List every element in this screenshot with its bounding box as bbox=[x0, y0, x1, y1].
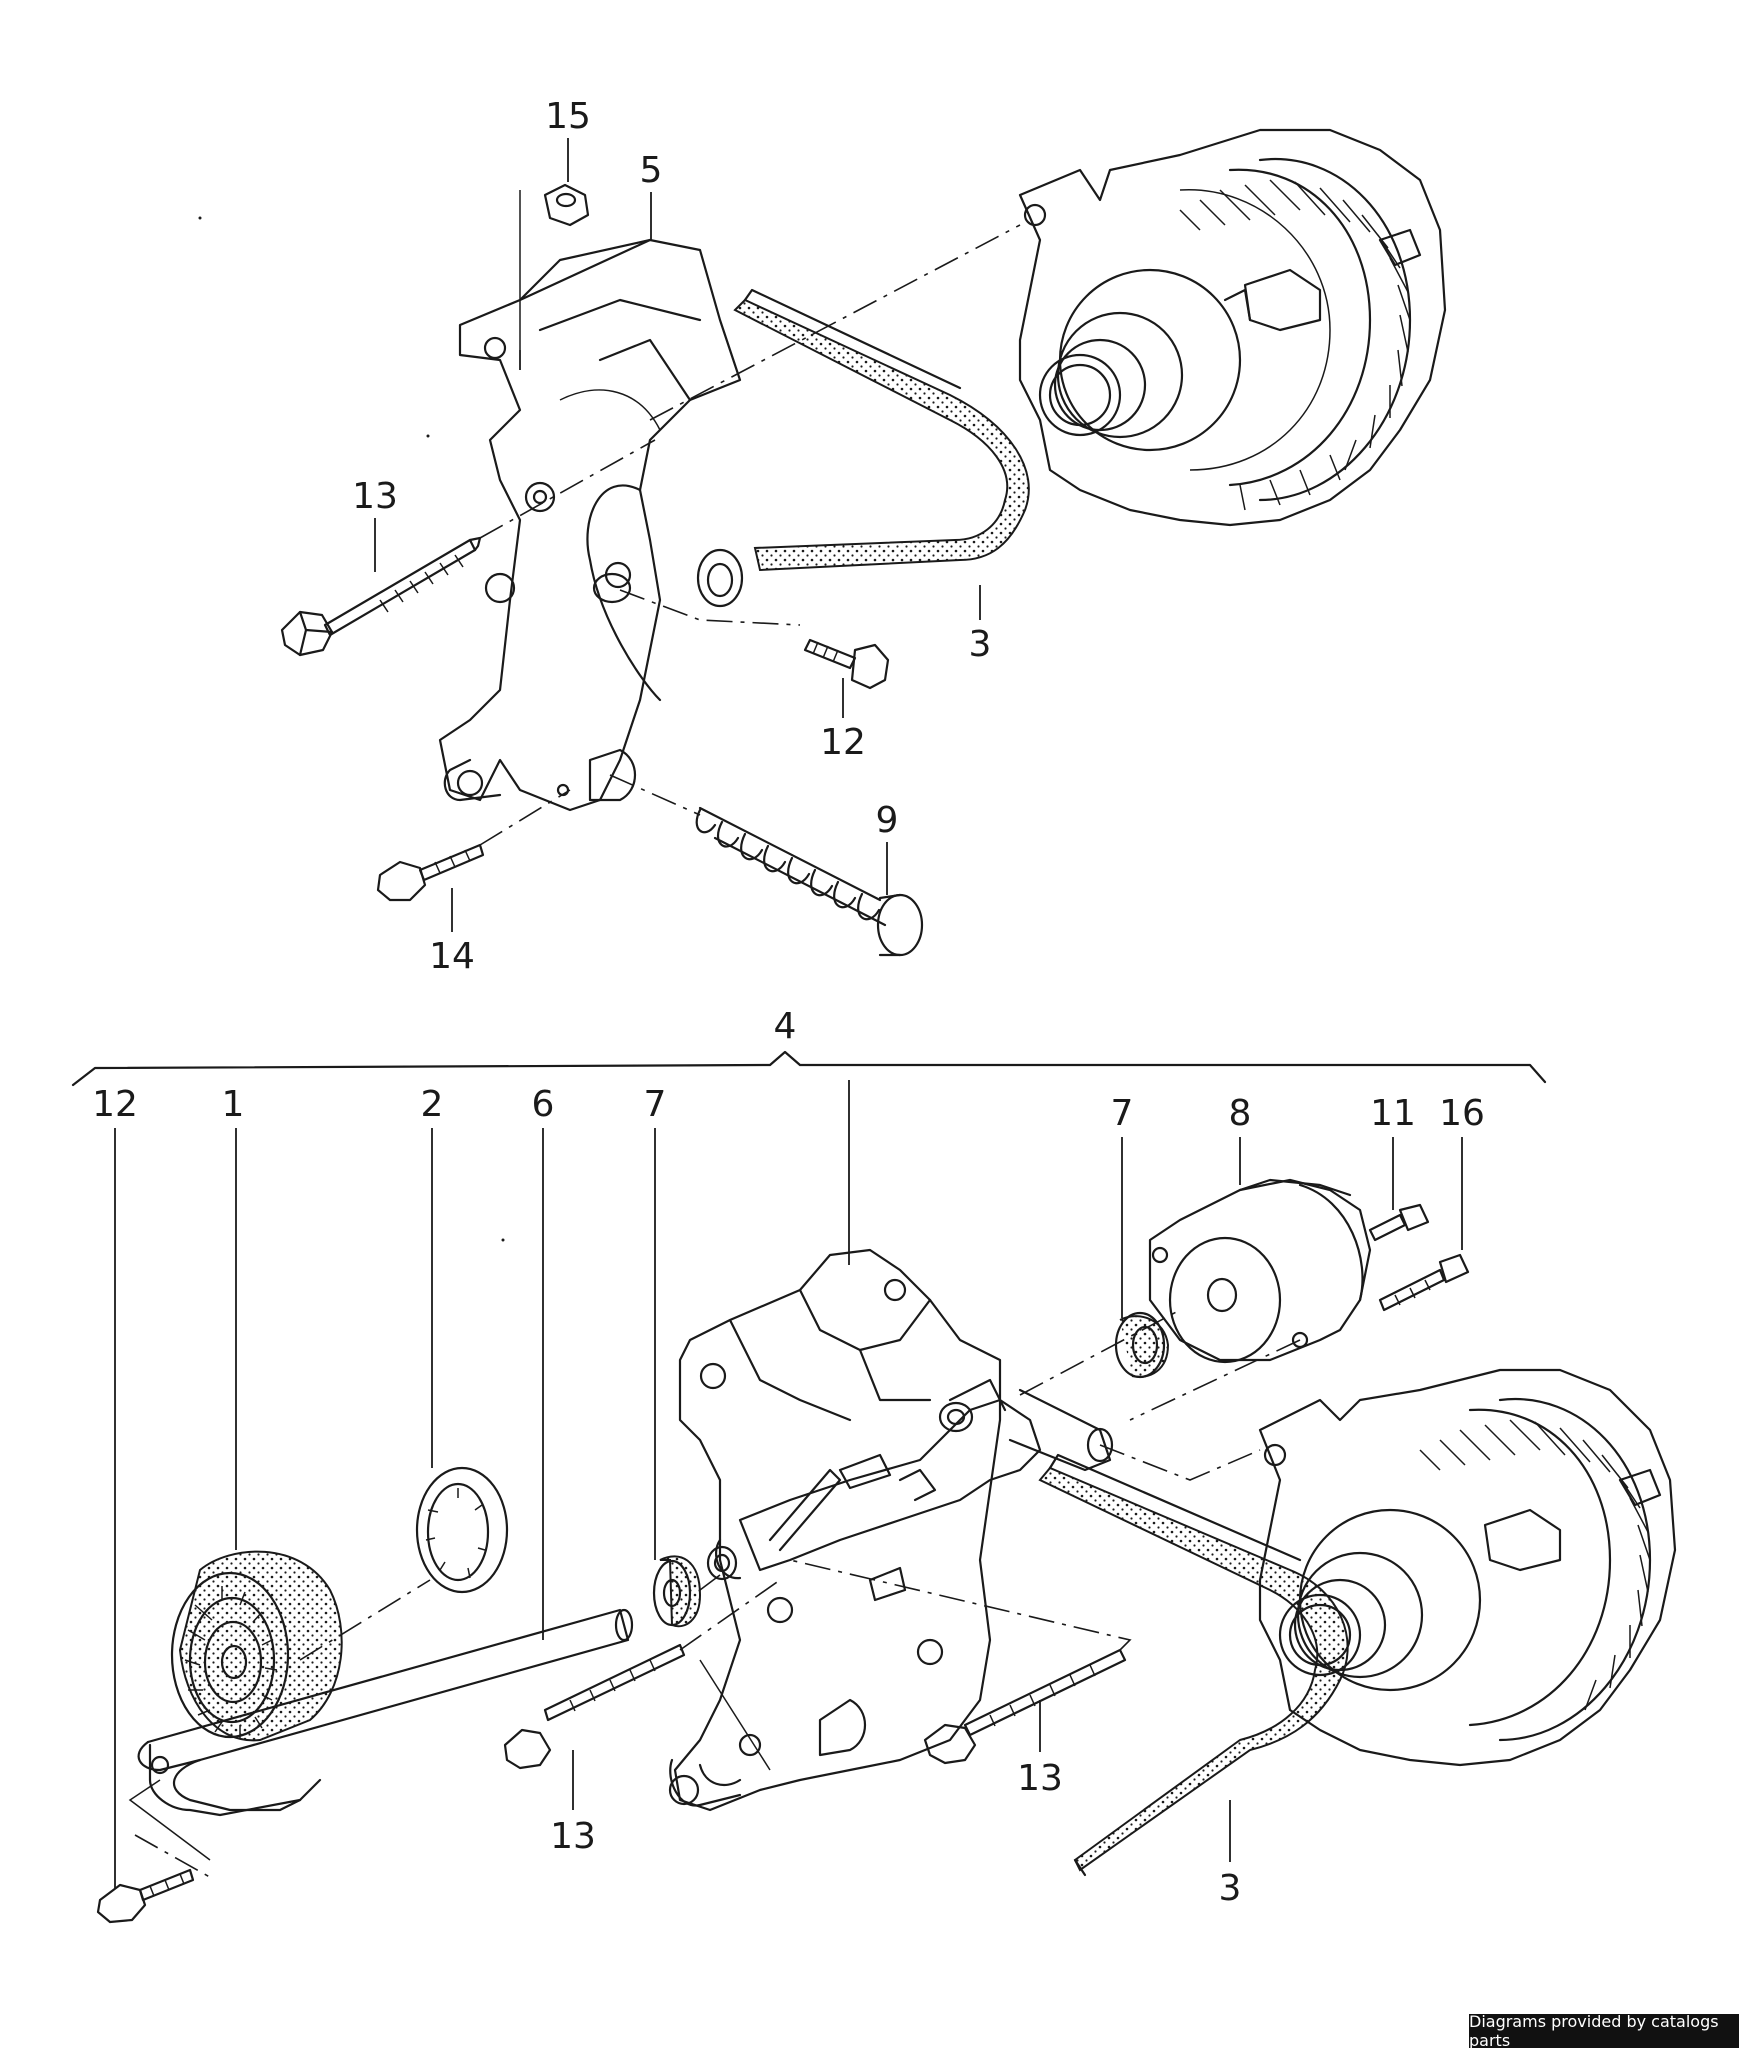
sleeve-6 bbox=[137, 1608, 634, 1812]
idler-pulley-1 bbox=[170, 1550, 343, 1742]
callout-4: 4 bbox=[774, 1006, 797, 1047]
callout-7-right: 7 bbox=[1111, 1093, 1134, 1134]
callout-13: 13 bbox=[352, 476, 398, 517]
bush-7-right bbox=[1114, 1311, 1170, 1379]
callout-3-lower: 3 bbox=[1219, 1868, 1242, 1909]
damper-8 bbox=[1148, 1178, 1372, 1364]
group-bracket-4 bbox=[71, 1050, 1547, 1087]
callout-12: 12 bbox=[820, 722, 866, 763]
bolt-13-lower-right bbox=[923, 1648, 1127, 1765]
bolt-12-lower bbox=[96, 1868, 195, 1924]
callout-9: 9 bbox=[876, 800, 899, 841]
callout-3: 3 bbox=[969, 624, 992, 665]
alternator-bracket-lower bbox=[668, 1248, 1114, 1812]
bolt-13-lower-left bbox=[503, 1643, 686, 1770]
callout-6: 6 bbox=[532, 1084, 555, 1125]
callout-8: 8 bbox=[1229, 1093, 1252, 1134]
callout-15: 15 bbox=[545, 96, 591, 137]
bolt-16 bbox=[1378, 1253, 1470, 1312]
speck bbox=[198, 216, 202, 220]
callout-13-lower-right: 13 bbox=[1017, 1758, 1063, 1799]
callout-14: 14 bbox=[429, 936, 475, 977]
alternator-bracket-upper bbox=[438, 238, 742, 812]
callout-13-lower-left: 13 bbox=[550, 1816, 596, 1857]
assembly-lines-lower bbox=[128, 1309, 1301, 1881]
ribbed-belt-upper bbox=[733, 288, 1030, 572]
bolt-12-upper bbox=[803, 638, 890, 690]
bolt-11 bbox=[1368, 1203, 1430, 1242]
callout-16: 16 bbox=[1439, 1093, 1485, 1134]
assembly-lines-upper bbox=[479, 190, 1021, 846]
washer-upper bbox=[696, 548, 744, 608]
spring-9 bbox=[695, 806, 924, 957]
attribution-footer: Diagrams provided by catalogs parts bbox=[1469, 2012, 1739, 2050]
bolt-14-upper bbox=[376, 843, 485, 902]
cover-cap-2 bbox=[415, 1466, 509, 1594]
callout-2: 2 bbox=[421, 1084, 444, 1125]
speck bbox=[426, 434, 430, 438]
ribbed-belt-lower bbox=[1038, 1453, 1349, 1877]
callout-5: 5 bbox=[640, 150, 663, 191]
callout-11: 11 bbox=[1370, 1093, 1416, 1134]
nut-15 bbox=[543, 183, 590, 227]
alternator-lower bbox=[1258, 1368, 1677, 1767]
callout-7-left: 7 bbox=[644, 1084, 667, 1125]
bolt-13-upper bbox=[280, 536, 482, 657]
bush-7-left bbox=[652, 1555, 702, 1628]
callout-1: 1 bbox=[222, 1084, 245, 1125]
alternator-upper bbox=[1018, 128, 1447, 527]
callout-12-lower: 12 bbox=[92, 1084, 138, 1125]
support-strap bbox=[148, 1743, 322, 1817]
speck bbox=[501, 1238, 505, 1242]
